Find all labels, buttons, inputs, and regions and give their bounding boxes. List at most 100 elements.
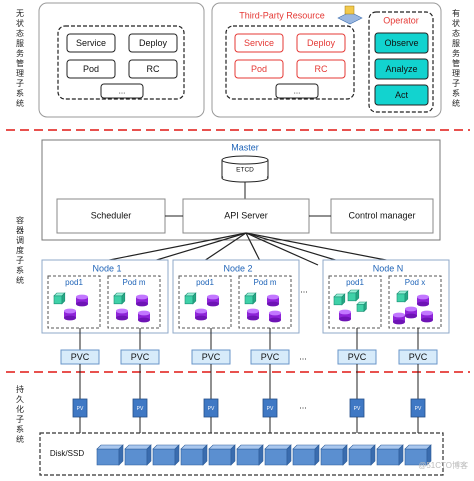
stateful-pod-box-label: Pod — [251, 64, 267, 74]
cube-side — [341, 293, 346, 306]
node-3-pod-2-disk-c — [421, 310, 433, 323]
node-2-pod-2-label: Pod m — [253, 278, 276, 287]
pvc-label-2: PVC — [131, 352, 150, 362]
operator-title: Operator — [383, 15, 419, 25]
operator-observe-box-label: Observe — [384, 38, 418, 48]
node-2-title: Node 2 — [223, 263, 252, 273]
stateful-rc-box — [296, 59, 346, 79]
control-manager-box — [330, 198, 434, 234]
cube-side — [355, 289, 360, 302]
cube-front — [53, 295, 63, 305]
storage-disk-top — [180, 444, 208, 450]
node-3-pod-2-label: Pod x — [405, 278, 425, 287]
disk-body — [405, 309, 417, 316]
disk-top — [421, 310, 433, 316]
disk-top — [64, 308, 76, 314]
stateful-pod-box — [234, 59, 284, 79]
storage-disk-side — [230, 444, 236, 466]
disk-top — [339, 309, 351, 315]
storage-disk-top — [236, 444, 264, 450]
storage-disk-side — [174, 444, 180, 466]
label-container-subsystem: 容器调度子系统 — [16, 216, 24, 285]
disk-body — [247, 311, 259, 318]
stateless-ellipsis-box-label: ... — [119, 87, 126, 96]
pv-label-6: PV — [415, 406, 422, 412]
storage-disk-front — [208, 448, 232, 466]
third-party-resource-title: Third-Party Resource — [239, 10, 325, 20]
disk-bottom — [76, 301, 88, 307]
storage-disk-12 — [404, 444, 432, 466]
node-1-title: Node 1 — [92, 263, 121, 273]
storage-disk-side — [342, 444, 348, 466]
stateless-service-box-label: Service — [76, 38, 106, 48]
disk-top — [269, 310, 281, 316]
storage-disk-9 — [320, 444, 348, 466]
disk-bottom — [269, 317, 281, 323]
node-3-title: Node N — [373, 263, 404, 273]
pv-label-1: PV — [77, 406, 84, 412]
node-2-pod-2-cube — [244, 292, 257, 305]
operator-act-box-label: Act — [395, 90, 409, 100]
storage-disk-7 — [264, 444, 292, 466]
disk-body — [76, 297, 88, 304]
pvc-label-5: PVC — [348, 352, 367, 362]
disk-top — [76, 294, 88, 300]
storage-disk-2 — [124, 444, 152, 466]
pvc-ellipsis: ... — [299, 351, 307, 361]
stateful-deploy-box-label: Deploy — [307, 38, 336, 48]
node-1-pod-2-disk-a — [136, 294, 148, 307]
storage-disk-top — [320, 444, 348, 450]
cube-side — [192, 292, 197, 305]
disk-bottom — [267, 301, 279, 307]
node-3-pod-1-label: pod1 — [346, 278, 364, 287]
disk-body — [417, 297, 429, 304]
node-3-pod-2-cube — [396, 290, 409, 303]
stateless-deploy-box — [128, 33, 178, 53]
disk-body — [116, 311, 128, 318]
stateless-deploy-box-label: Deploy — [139, 38, 168, 48]
storage-disk-front — [348, 448, 372, 466]
node-2-pod-1-disk-b — [195, 308, 207, 321]
label-persistence-subsystem: 持久化子系统 — [16, 385, 24, 444]
stateful-ellipsis-box-label: ... — [294, 87, 301, 96]
disk-body — [207, 297, 219, 304]
storage-disk-side — [118, 444, 124, 466]
node-3-pod-1-cube-c — [356, 301, 368, 313]
storage-disk-front — [264, 448, 288, 466]
pv-label-3: PV — [208, 406, 215, 412]
node-3-pod-1-cube-b — [347, 289, 360, 302]
disk-bottom — [207, 301, 219, 307]
etcd-mask — [223, 160, 267, 177]
storage-disk-top — [376, 444, 404, 450]
storage-disk-3 — [152, 444, 180, 466]
storage-disk-top — [152, 444, 180, 450]
disk-bottom — [421, 317, 433, 323]
stateless-service-box — [66, 33, 116, 53]
disk-body — [421, 313, 433, 320]
storage-label: Disk/SSD — [50, 449, 84, 458]
storage-disk-side — [370, 444, 376, 466]
watermark: @51CTO博客 — [418, 460, 468, 470]
storage-disk-front — [96, 448, 120, 466]
stateful-deploy-box — [296, 33, 346, 53]
storage-disk-front — [376, 448, 400, 466]
disk-bottom — [138, 317, 150, 323]
node-2-pod-2-disk-c — [269, 310, 281, 323]
operator-observe-box — [374, 32, 429, 54]
pv-ellipsis: ... — [299, 400, 307, 410]
disk-top — [247, 308, 259, 314]
disk-bottom — [339, 316, 351, 322]
master-title: Master — [231, 142, 259, 152]
disk-body — [267, 297, 279, 304]
cube-side — [404, 290, 409, 303]
tpr-icon-box — [344, 5, 355, 15]
cube-front — [347, 292, 357, 302]
storage-disk-top — [264, 444, 292, 450]
cube-side — [363, 301, 367, 313]
stateful-service-box-label: Service — [244, 38, 274, 48]
node-2-pod-1-label: pod1 — [196, 278, 214, 287]
stateful-rc-box-label: RC — [315, 64, 328, 74]
storage-disk-front — [292, 448, 316, 466]
